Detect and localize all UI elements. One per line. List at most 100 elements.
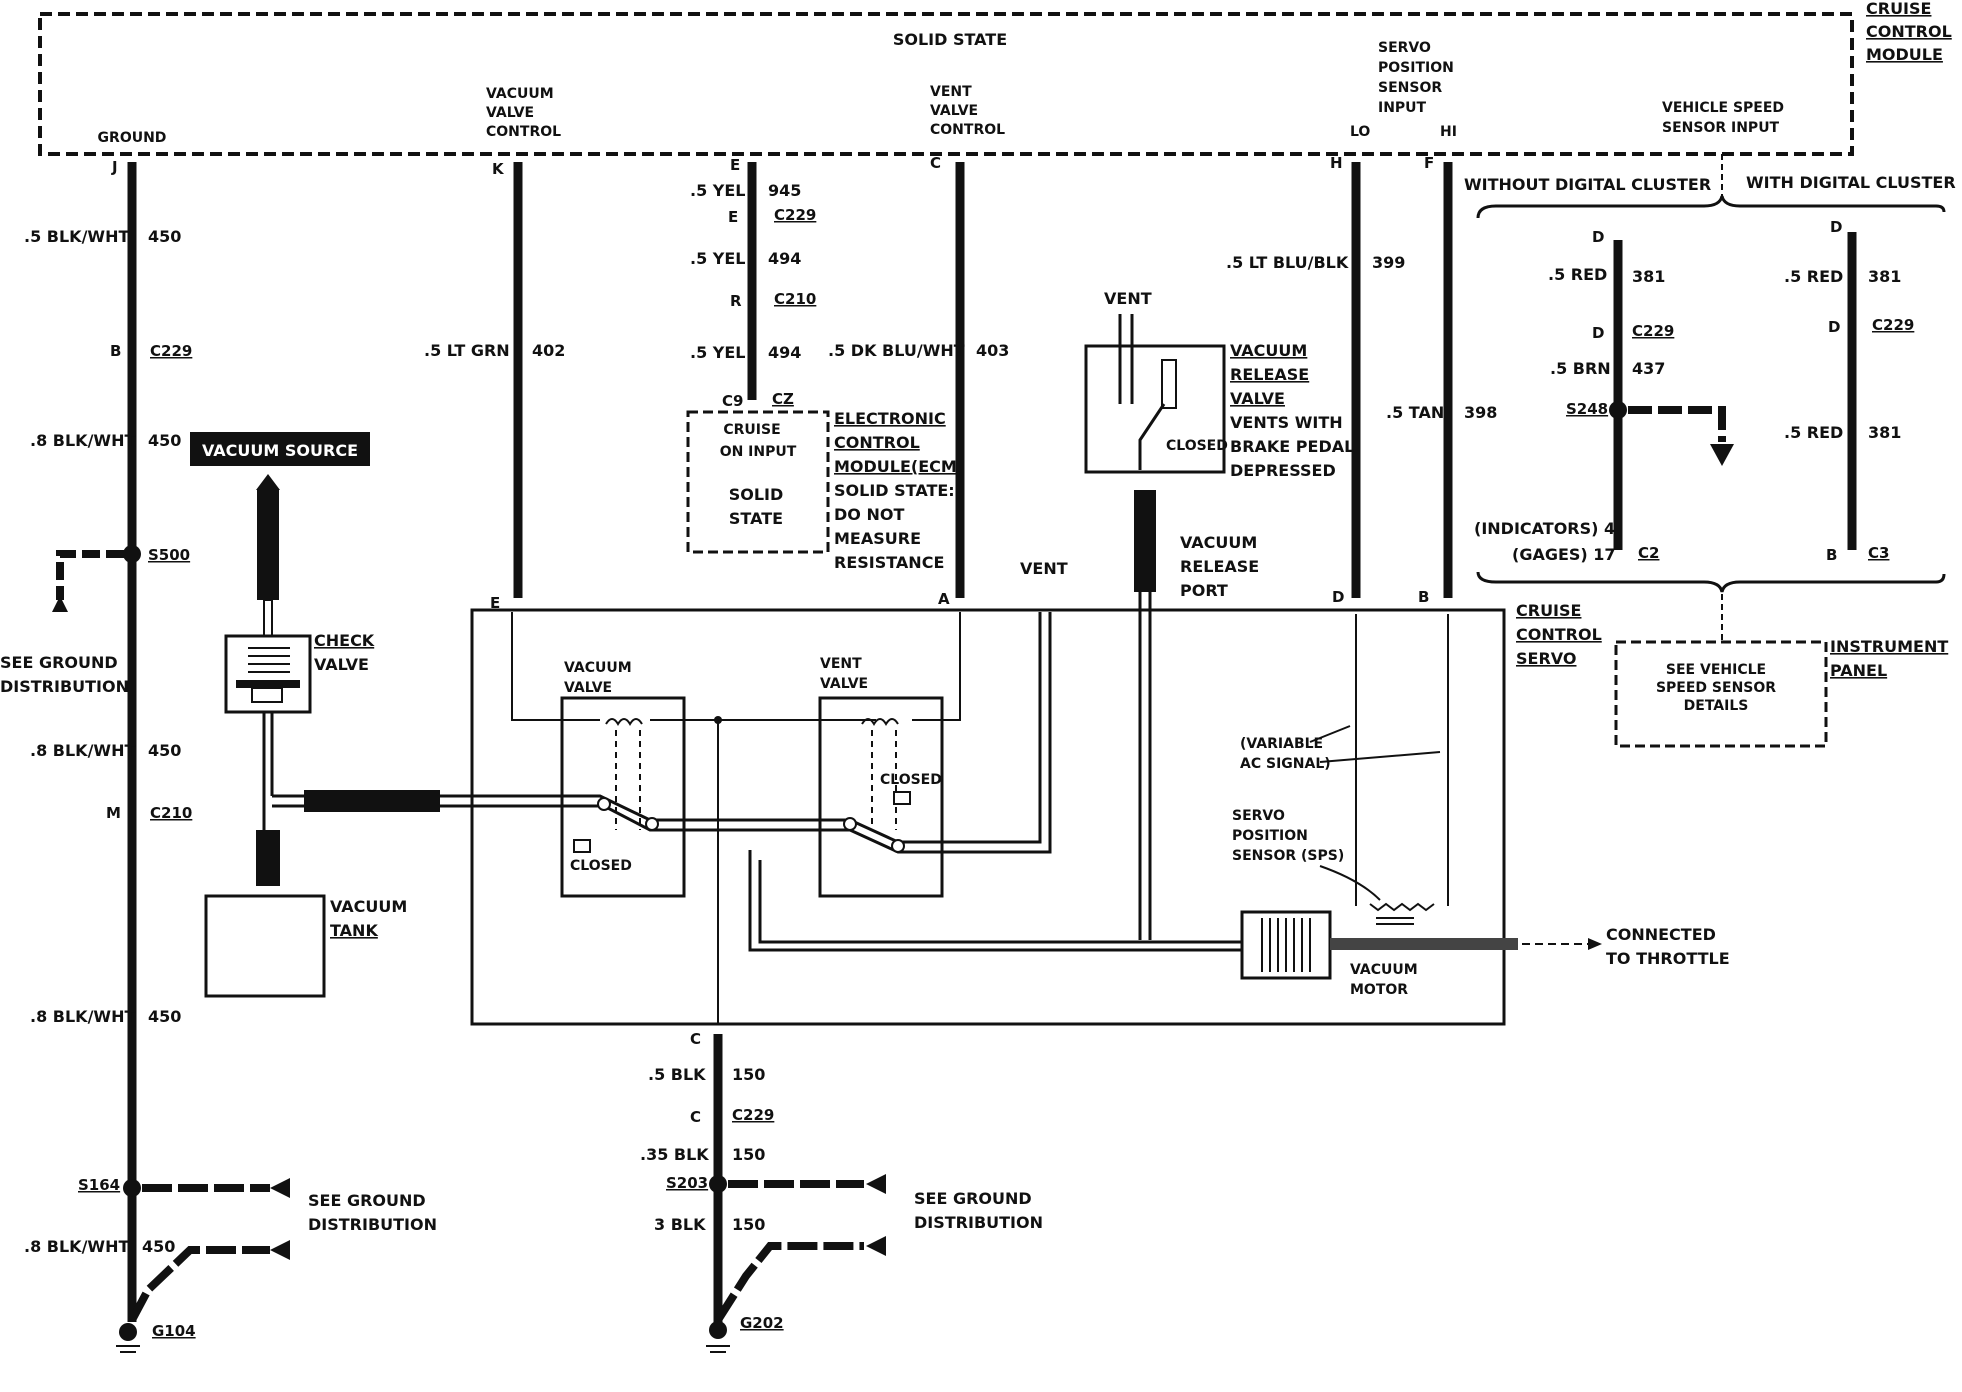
ecm-box <box>686 410 830 554</box>
splice-s164 <box>123 1179 141 1197</box>
circuit: 398 <box>1464 403 1497 422</box>
diagram-line <box>304 790 440 812</box>
ecm-label-5: DO NOT <box>834 505 904 524</box>
diagram-line <box>1476 195 1946 219</box>
circuit: 402 <box>532 341 565 360</box>
seg1-wire: .5 RED <box>1548 265 1607 284</box>
pin-e: E <box>490 594 500 612</box>
conn2-id: C2 <box>1638 544 1659 562</box>
release-vent: VENT <box>1104 289 1152 308</box>
ground-id: G202 <box>740 1314 784 1332</box>
splice-id: S203 <box>666 1174 708 1192</box>
diagram-label: ON INPUT <box>720 444 797 460</box>
diagram-line <box>511 612 600 721</box>
diagram-line <box>861 718 899 726</box>
ground-g104 <box>119 1323 137 1341</box>
release-port-2: RELEASE <box>1180 557 1259 576</box>
diagram-label: VACUUM <box>564 660 632 676</box>
seg1-circuit: 381 <box>1632 267 1665 286</box>
seg3-wire: .5 YEL <box>690 343 746 362</box>
seg2-circuit: 150 <box>732 1145 765 1164</box>
vacuum-source-label: VACUUM SOURCE <box>202 441 358 460</box>
ground-g202 <box>709 1321 727 1339</box>
splice-dot <box>843 817 857 831</box>
release-port-3: PORT <box>1180 581 1228 600</box>
vacuum-supply: VACUUM SOURCE CHECK VALVE VACUUM TANK <box>190 432 596 998</box>
release-closed: CLOSED <box>1166 438 1228 454</box>
wire: .5 LT BLU/BLK <box>1226 253 1349 272</box>
diagram-label: DETAILS <box>1684 698 1749 714</box>
ground-id: G104 <box>152 1322 196 1340</box>
conn2-id: C210 <box>150 804 192 822</box>
pin-h: H <box>1330 154 1343 172</box>
ecm-label-7: RESISTANCE <box>834 553 944 572</box>
servo-sensor-input-4: INPUT <box>1378 100 1427 116</box>
cruise-control-module: SOLID STATE CRUISE CONTROL MODULE GROUND… <box>38 0 1952 156</box>
pin-c: C <box>690 1030 701 1048</box>
diagram-label: SOLID <box>729 485 784 504</box>
ecm-label-1: ELECTRONIC <box>834 409 946 428</box>
vacuum-tank-2: TANK <box>330 921 378 940</box>
ground-label: GROUND <box>98 130 167 146</box>
release-port-1: VACUUM <box>1180 533 1257 552</box>
diagram-label: CRUISE <box>723 422 780 438</box>
diagram-line <box>1118 346 1134 404</box>
seg3-wire: 3 BLK <box>654 1215 706 1234</box>
release-label-4: VENTS WITH <box>1230 413 1343 432</box>
instrument-panel-2: PANEL <box>1830 661 1887 680</box>
hi-label: HI <box>1440 124 1457 140</box>
vacuum-valve <box>560 696 686 898</box>
see-ground-2: DISTRIBUTION <box>914 1213 1043 1232</box>
module-outline <box>38 12 1854 156</box>
vacuum-tank <box>204 894 326 998</box>
servo-outline <box>470 608 1506 1026</box>
diagram-line <box>1319 751 1441 763</box>
diagram-line <box>56 550 124 600</box>
seg3-circuit: 494 <box>768 343 801 362</box>
seg1-circuit: 945 <box>768 181 801 200</box>
vacuum-valve-closed: CLOSED <box>570 858 632 874</box>
seg4-wire: .8 BLK/WHT <box>30 1007 135 1026</box>
vacuum-tank-1: VACUUM <box>330 897 407 916</box>
seg2-wire: .8 BLK/WHT <box>30 431 135 450</box>
variable-ac-1: (VARIABLE <box>1240 736 1323 752</box>
servo-lo-circuit: H .5 LT BLU/BLK 399 D <box>1226 154 1405 606</box>
diagram-line <box>256 474 280 490</box>
pin-b: B <box>1418 588 1429 606</box>
diagram-line <box>714 1242 864 1323</box>
conn2-id: C210 <box>774 290 816 308</box>
diagram-label: VALVE <box>820 676 868 692</box>
vss-input-1: VEHICLE SPEED <box>1662 100 1784 116</box>
diagram-line <box>758 860 1242 944</box>
servo-name-1: CRUISE <box>1516 601 1581 620</box>
splice-s203 <box>709 1175 727 1193</box>
vent-valve-control-3: CONTROL <box>930 122 1005 138</box>
vent-valve-control-2: VALVE <box>930 103 978 119</box>
conn3-id: CZ <box>772 390 794 408</box>
vent-valve <box>818 696 944 898</box>
seg2-circuit: 437 <box>1632 359 1665 378</box>
indicators: (INDICATORS) 4 <box>1474 519 1615 538</box>
diagram-label: SPEED SENSOR <box>1656 680 1776 696</box>
conn1-id: C229 <box>1632 322 1674 340</box>
diagram-line <box>1261 918 1311 972</box>
ecm-circuit: E .5 YEL 945 E C229 .5 YEL 494 R C210 .5… <box>686 156 964 572</box>
seg1-circuit: 381 <box>1868 267 1901 286</box>
diagram-line <box>596 612 1042 844</box>
with-title: WITH DIGITAL CLUSTER <box>1746 173 1956 192</box>
diagram-line <box>573 839 591 853</box>
diagram-line <box>1161 359 1177 409</box>
lo-label: LO <box>1350 124 1370 140</box>
diagram-line <box>270 1240 290 1260</box>
see-ground-4: DISTRIBUTION <box>308 1215 437 1234</box>
conn3-pin: C9 <box>722 392 743 410</box>
servo-name-3: SERVO <box>1516 649 1576 668</box>
diagram-line <box>263 599 273 641</box>
diagram-line <box>1588 938 1602 950</box>
seg2-wire: .5 BRN <box>1550 359 1611 378</box>
diagram-line <box>1319 865 1381 901</box>
seg1-circuit: 450 <box>148 227 181 246</box>
vacuum-valve-control-3: CONTROL <box>486 124 561 140</box>
see-ground-1: SEE GROUND <box>914 1189 1032 1208</box>
seg1-wire: .5 BLK/WHT <box>24 227 129 246</box>
